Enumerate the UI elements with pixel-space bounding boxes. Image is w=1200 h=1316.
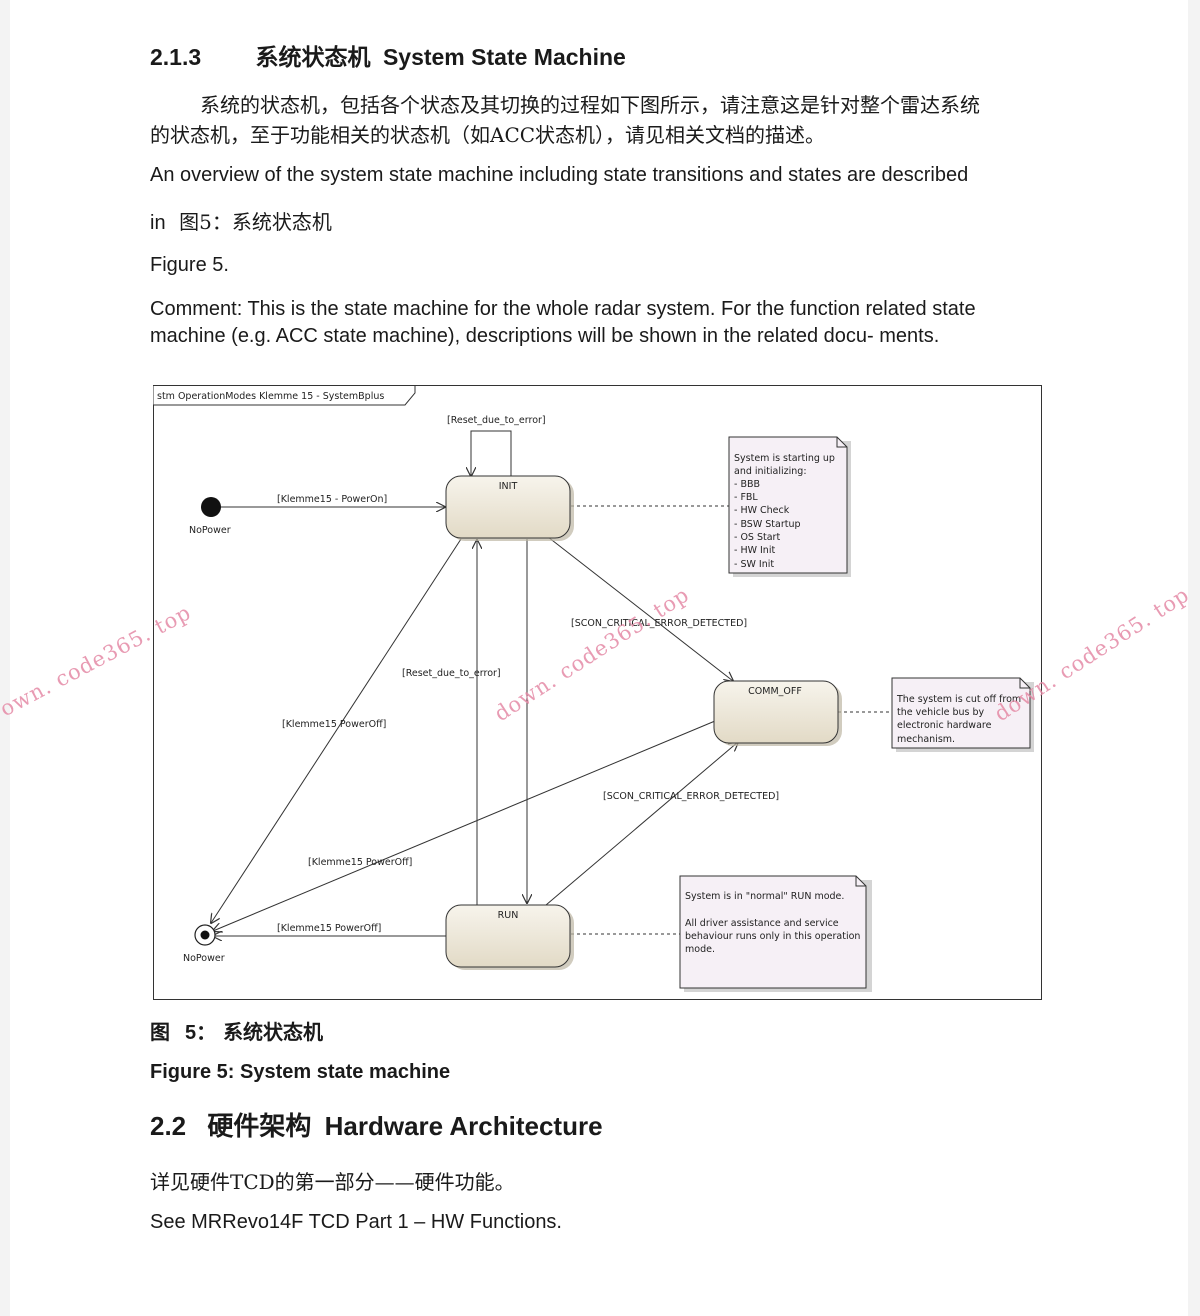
note-init-line-6: - BSW Startup (734, 519, 801, 530)
paragraph-en-line-3: Figure 5. (150, 254, 229, 276)
note-comm-off: The system is cut off from the vehicle b… (891, 677, 1034, 752)
state-init-label: INIT (499, 481, 518, 492)
figure-caption-cn-text: 系统状态机 (223, 1020, 324, 1044)
diagram-frame-tab (153, 385, 416, 406)
guard-power-on: [Klemme15 - PowerOn] (277, 494, 387, 505)
note-run-line-1: System is in "normal" RUN mode. (685, 891, 844, 902)
paragraph-en-line-1: An overview of the system state machine … (150, 164, 969, 186)
paragraph-cn-line-1: 系统的状态机，包括各个状态及其切换的过程如下图所示，请注意这是针对整个雷达系统 (200, 93, 980, 117)
paragraph-cn-line-2: 的状态机，至于功能相关的状态机（如ACC状态机），请见相关文档的描述。 (150, 123, 826, 147)
comment-line-2: machine (e.g. ACC state machine), descri… (150, 325, 940, 347)
note-comm-line-3: electronic hardware (897, 720, 992, 731)
section-2-2-title-cn: 硬件架构 (207, 1112, 312, 1142)
state-init: INIT (445, 475, 574, 541)
section-heading-2-1-3: 2.1.3 系统状态机 System State Machine (150, 38, 626, 72)
figure-caption-cn-prefix: 图 (150, 1020, 170, 1044)
section-number: 2.1.3 (150, 44, 202, 70)
guard-klemme-off-left: [Klemme15 PowerOff] (282, 719, 386, 730)
guard-scon-lower: [SCON_CRITICAL_ERROR_DETECTED] (603, 791, 779, 802)
guard-reset-top: [Reset_due_to_error] (447, 415, 546, 426)
note-init-line-5: - HW Check (734, 505, 790, 516)
section-2-2-title-en: Hardware Architecture (324, 1111, 603, 1141)
guard-klemme-off-bottom: [Klemme15 PowerOff] (277, 923, 381, 934)
transition-commoff-to-final (213, 720, 716, 931)
note-comm-line-4: mechanism. (897, 734, 955, 745)
guard-reset-mid: [Reset_due_to_error] (402, 668, 501, 679)
state-comm-off: COMM_OFF (713, 680, 842, 746)
hw-paragraph-cn: 详见硬件TCD的第一部分——硬件功能。 (150, 1170, 515, 1194)
transition-init-self-loop (471, 430, 512, 476)
transition-run-to-commoff (545, 742, 738, 906)
state-run-label: RUN (498, 910, 519, 921)
note-run-line-3: All driver assistance and service (685, 918, 839, 929)
note-init-line-3: - BBB (734, 479, 760, 490)
section-title-cn: 系统状态机 (255, 44, 371, 71)
note-init-line-8: - HW Init (734, 545, 775, 556)
figure-caption-en: Figure 5: System state machine (150, 1061, 451, 1083)
section-title-en: System State Machine (382, 44, 626, 70)
note-run-line-5: mode. (685, 944, 715, 955)
initial-state (201, 497, 221, 517)
state-run: RUN (445, 904, 574, 970)
note-init: System is starting up and initializing: … (728, 436, 851, 577)
transition-init-to-final (211, 538, 462, 923)
guard-klemme-off-mid: [Klemme15 PowerOff] (308, 857, 412, 868)
paragraph-en-line-2: in 图5：系统状态机 (150, 206, 332, 235)
note-run: System is in "normal" RUN mode. All driv… (679, 875, 872, 992)
note-init-line-9: - SW Init (734, 559, 774, 570)
transition-init-to-commoff (547, 536, 733, 681)
note-init-line-7: - OS Start (734, 532, 780, 543)
section-2-2-number: 2.2 (150, 1111, 187, 1141)
hw-paragraph-en: See MRRevo14F TCD Part 1 – HW Functions. (150, 1211, 562, 1233)
note-init-line-4: - FBL (734, 492, 758, 503)
state-commoff-label: COMM_OFF (748, 686, 802, 697)
diagram-frame-title: stm OperationModes Klemme 15 - SystemBpl… (157, 391, 384, 402)
note-comm-line-2: the vehicle bus by (897, 707, 985, 718)
figure-caption-cn: 图 5： 系统状态机 (150, 1016, 323, 1045)
final-state-label: NoPower (183, 953, 225, 964)
figure-reference-link[interactable]: 图5：系统状态机 (179, 210, 332, 234)
final-state-dot (200, 930, 210, 940)
note-init-line-1: System is starting up (734, 453, 835, 464)
initial-state-label: NoPower (189, 525, 231, 536)
state-machine-diagram: stm OperationModes Klemme 15 - SystemBpl… (153, 385, 1042, 1000)
comment-line-1: Comment: This is the state machine for t… (150, 298, 976, 320)
figure-caption-cn-number: 5： (184, 1022, 217, 1044)
note-comm-line-1: The system is cut off from (896, 694, 1021, 705)
paragraph-en-prefix: in (150, 212, 166, 234)
note-init-line-2: and initializing: (734, 466, 807, 477)
guard-scon-upper: [SCON_CRITICAL_ERROR_DETECTED] (571, 618, 747, 629)
note-run-line-4: behaviour runs only in this operation (685, 931, 860, 942)
section-heading-2-2: 2.2 硬件架构 Hardware Architecture (150, 1106, 603, 1143)
